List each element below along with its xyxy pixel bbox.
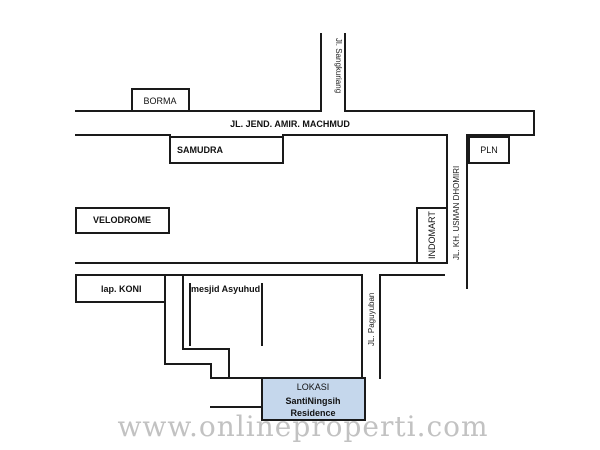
location-name-line1: SantiNingsih <box>285 396 340 406</box>
usman-label: JL. KH. USMAN DHOMIRI <box>452 166 461 260</box>
mesjid-label: mesjid Asyuhud <box>191 284 260 294</box>
samudra-landmark: SAMUDRA <box>169 136 284 164</box>
second-road <box>75 262 448 276</box>
location-marker: LOKASI SantiNingsih Residence <box>261 377 366 421</box>
lap-koni-landmark: lap. KONI <box>75 274 166 303</box>
pln-landmark: PLN <box>468 136 510 164</box>
borma-label: BORMA <box>143 96 176 106</box>
indomart-landmark: INDOMART <box>416 207 448 264</box>
paguyuban-label: JL. Paguyuban <box>367 293 376 346</box>
main-road <box>75 110 535 136</box>
indomart-label: INDOMART <box>427 211 437 259</box>
velodrome-landmark: VELODROME <box>75 207 170 234</box>
pln-label: PLN <box>480 145 498 155</box>
lap-koni-label: lap. KONI <box>101 284 142 294</box>
borma-landmark: BORMA <box>131 88 190 112</box>
left-path <box>164 274 263 408</box>
watermark-text: www.onlineproperti.com <box>117 410 488 443</box>
sangkuriang-road <box>320 33 346 112</box>
samudra-label: SAMUDRA <box>177 145 223 155</box>
location-name-line2: Residence <box>290 408 335 418</box>
sangkuriang-label: Jl. Sangkuriang <box>334 38 343 93</box>
mesjid-path <box>189 283 263 346</box>
velodrome-label: VELODROME <box>93 215 151 225</box>
main-road-label: JL. JEND. AMIR. MACHMUD <box>230 119 350 129</box>
location-heading: LOKASI <box>297 382 330 392</box>
paguyuban-road <box>361 274 381 379</box>
